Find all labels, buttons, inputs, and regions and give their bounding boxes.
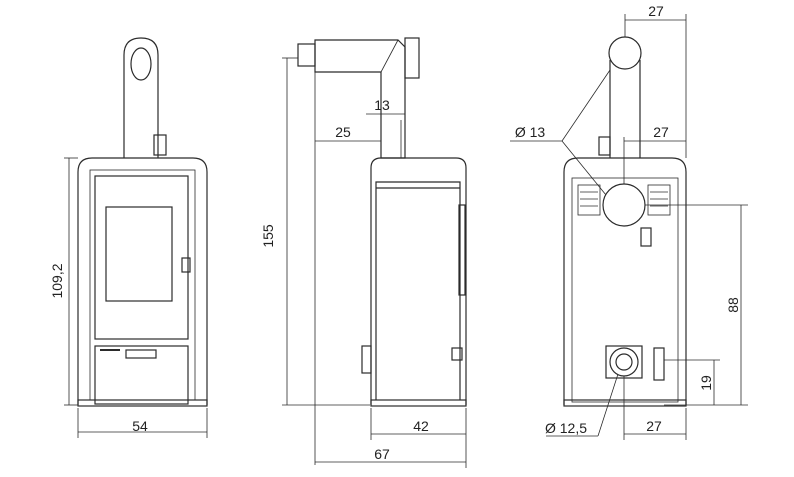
rear-body-outline <box>563 157 687 405</box>
side-height-label: 155 <box>260 224 276 248</box>
rear-air-inlet <box>609 347 639 377</box>
rear-bracket <box>598 136 611 156</box>
side-view: 155 25 13 42 67 <box>260 37 467 468</box>
front-view: 109,2 54 <box>49 37 208 438</box>
front-flue-pipe <box>123 37 159 158</box>
rear-top-offset-label: 27 <box>648 3 664 19</box>
rear-vent-right <box>647 184 671 216</box>
side-flue-cap <box>404 37 420 79</box>
rear-flue-diameter-label: Ø 13 <box>515 124 546 140</box>
rear-inlet-diameter-label: Ø 12,5 <box>545 420 587 436</box>
rear-inlet-frame <box>605 345 643 379</box>
rear-panel <box>571 177 679 403</box>
rear-flue-pipe <box>609 60 641 158</box>
rear-connector <box>653 347 665 381</box>
front-ash-drawer <box>94 345 189 405</box>
side-door-edge <box>458 204 466 296</box>
front-width-label: 54 <box>132 418 148 434</box>
side-flue-elbow <box>314 39 406 159</box>
rear-bottom-offset-label: 27 <box>646 418 662 434</box>
front-air-control <box>125 349 157 359</box>
front-height-label: 109,2 <box>49 263 65 298</box>
rear-view: 27 27 Ø 13 88 19 Ø 12,5 27 <box>510 3 748 440</box>
rear-vent-left <box>577 184 601 216</box>
side-gap-label: 13 <box>374 97 390 113</box>
rear-flue-top <box>608 36 642 70</box>
front-flue-opening <box>130 47 152 81</box>
side-total-width-label: 67 <box>374 446 390 462</box>
front-window <box>105 206 173 302</box>
side-offset-label: 25 <box>335 124 351 140</box>
side-body-width-label: 42 <box>413 418 429 434</box>
rear-flue-outlet <box>602 183 646 227</box>
rear-mid-offset-label: 27 <box>653 124 669 140</box>
front-slider <box>100 349 120 351</box>
side-handle <box>361 345 372 374</box>
front-flue-bracket <box>153 134 167 156</box>
rear-plate <box>640 227 652 247</box>
side-base <box>370 399 467 407</box>
front-base <box>77 399 208 407</box>
side-flue-collar <box>297 43 316 67</box>
front-door-handle <box>181 257 191 273</box>
side-panel <box>375 181 461 400</box>
front-body-outline <box>77 157 208 405</box>
side-body-outline <box>370 157 467 405</box>
rear-inlet-height-label: 19 <box>698 375 714 391</box>
rear-base <box>563 399 687 407</box>
side-knob <box>451 347 463 361</box>
rear-air-height-label: 88 <box>725 297 741 313</box>
front-door <box>94 175 189 340</box>
